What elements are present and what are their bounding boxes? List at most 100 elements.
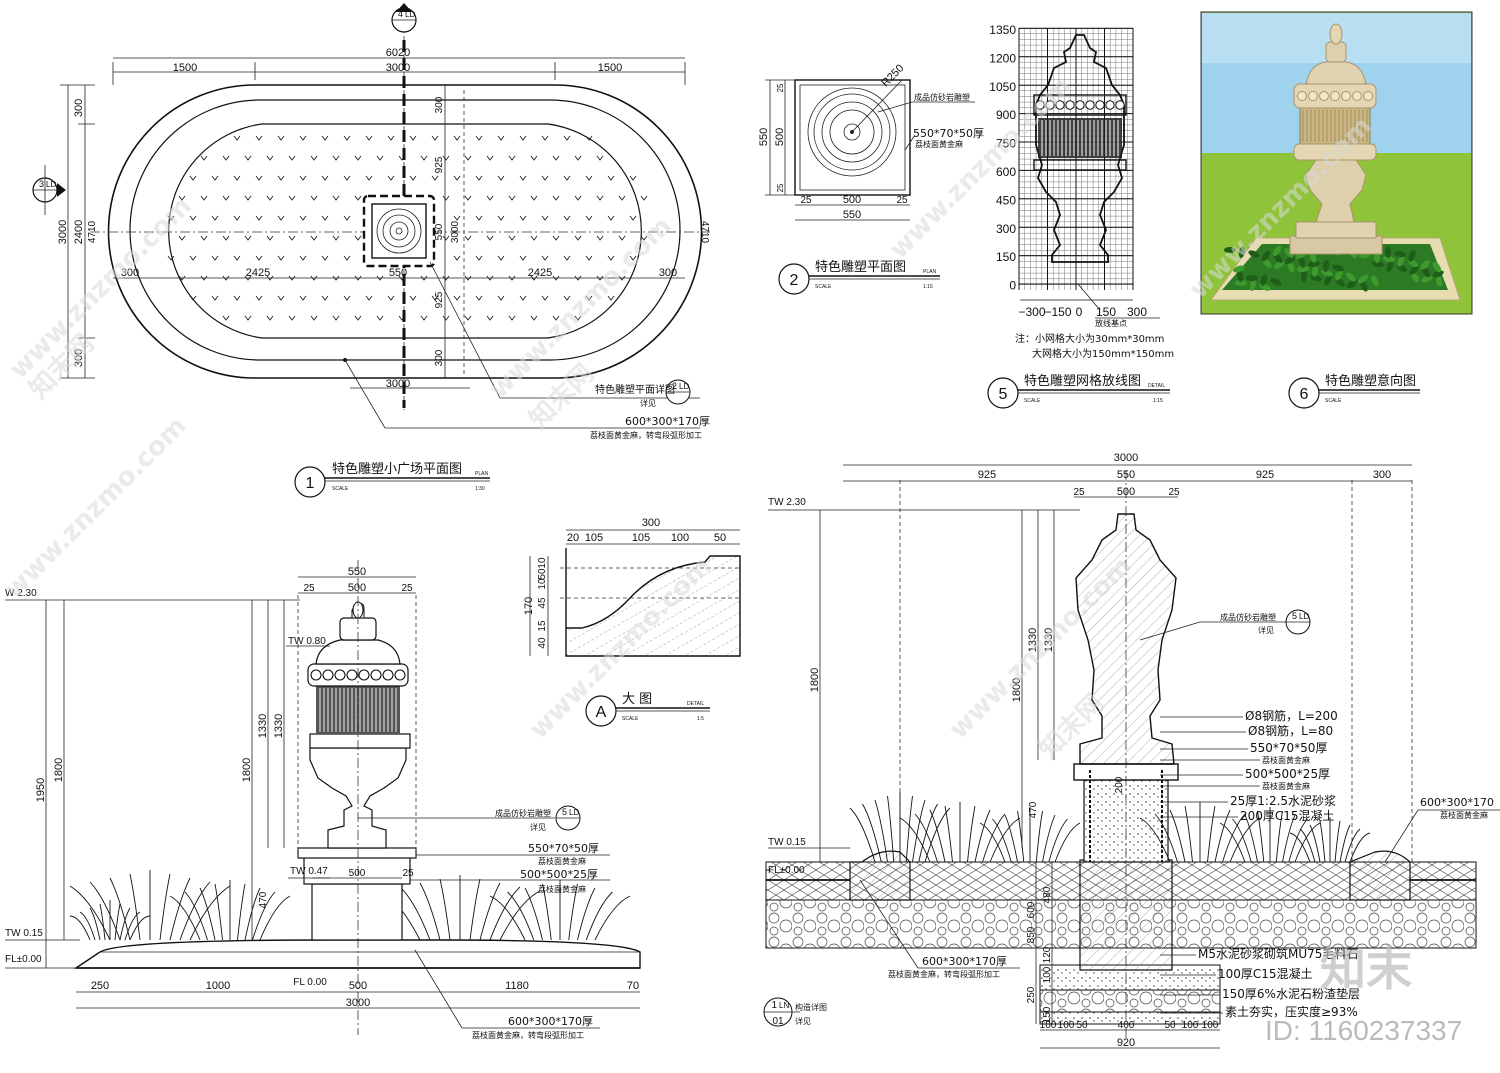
coping-profile bbox=[565, 548, 741, 657]
svg-text:TW 0.47: TW 0.47 bbox=[290, 866, 328, 877]
detail-dim-left: 45 bbox=[537, 597, 548, 609]
svg-text:550: 550 bbox=[758, 128, 770, 146]
note-size: 600*300*170厚 bbox=[625, 415, 710, 428]
svg-text:1330: 1330 bbox=[1027, 628, 1039, 652]
svg-text:550: 550 bbox=[843, 209, 861, 221]
detail-dim-top: 100 bbox=[671, 532, 689, 544]
svg-text:LD: LD bbox=[569, 808, 579, 817]
elev-dim-bottom: 500 bbox=[349, 980, 367, 992]
callout-detail-2[interactable]: 2 LD bbox=[665, 379, 691, 405]
section-dim-left: 850 bbox=[1026, 926, 1037, 943]
svg-text:DETAIL: DETAIL bbox=[687, 701, 704, 707]
detail-dim-top: 105 bbox=[585, 532, 603, 544]
dim-left: 1500 bbox=[173, 62, 197, 74]
svg-text:300: 300 bbox=[434, 96, 445, 113]
section-note: 25厚1:2.5水泥砂浆 bbox=[1230, 793, 1336, 808]
svg-text:25: 25 bbox=[402, 868, 414, 879]
svg-text:TW 0.80: TW 0.80 bbox=[288, 636, 326, 647]
elevation: 550 500 25 25 W 2.30 TW 0.80 TW 0.47 TW … bbox=[5, 560, 641, 1040]
svg-text:详见: 详见 bbox=[530, 822, 546, 832]
vase-beads bbox=[1035, 100, 1125, 110]
svg-text:LD: LD bbox=[46, 180, 56, 189]
svg-text:PLAN: PLAN bbox=[923, 269, 936, 275]
detail-dim-left: 50 bbox=[537, 568, 548, 580]
svg-text:1:15: 1:15 bbox=[1153, 398, 1163, 404]
callout-section-5[interactable]: 5 LD bbox=[1285, 609, 1311, 635]
svg-text:1:30: 1:30 bbox=[475, 486, 485, 492]
section-dim-left: 120 bbox=[1042, 946, 1053, 963]
section-note: 150厚6%水泥石粉渣垫层 bbox=[1222, 986, 1360, 1001]
svg-text:详见: 详见 bbox=[795, 1016, 811, 1026]
note-sculpture: 成品仿砂岩雕塑 bbox=[914, 92, 970, 102]
section-level-tw: TW 0.15 bbox=[768, 837, 806, 848]
dim-radius-left: 4710 bbox=[87, 220, 98, 243]
section-dim-top: 925 bbox=[1256, 469, 1274, 481]
grid-y-tick: 0 bbox=[1009, 279, 1016, 293]
elev-dim-bottom: 70 bbox=[627, 980, 639, 992]
svg-text:1800: 1800 bbox=[53, 758, 65, 782]
section-dim-left: 100 bbox=[1042, 966, 1053, 983]
svg-text:LD: LD bbox=[405, 10, 415, 19]
note-cap: 550*70*50厚 bbox=[913, 127, 984, 140]
svg-text:6: 6 bbox=[1300, 386, 1309, 403]
svg-text:25: 25 bbox=[800, 195, 812, 206]
elev-dim-total: 3000 bbox=[346, 997, 370, 1009]
grid-y-tick: 300 bbox=[996, 222, 1016, 236]
grid-y-tick: 750 bbox=[996, 137, 1016, 151]
section-note: 荔枝面黄金麻 bbox=[1262, 781, 1310, 791]
svg-text:PLAN: PLAN bbox=[475, 471, 488, 477]
grid-y-tick: 1200 bbox=[989, 51, 1016, 65]
section-dim-top: 300 bbox=[1373, 469, 1391, 481]
detail-dim-total: 300 bbox=[642, 517, 660, 529]
section-dim-bottom: 100 bbox=[1182, 1020, 1199, 1031]
section-level-top: TW 2.30 bbox=[768, 497, 806, 508]
section-note: 100厚C15混凝土 bbox=[1218, 966, 1313, 981]
dim-center: 550 bbox=[389, 267, 407, 279]
svg-text:5: 5 bbox=[562, 807, 567, 817]
callout-construction-detail[interactable]: 1 LN 01 构造详图 详见 bbox=[763, 997, 827, 1027]
dim-inner-right: 2425 bbox=[528, 267, 552, 279]
title-grid-layout: 特色雕塑网格放线图 bbox=[1024, 373, 1141, 389]
svg-text:荔枝面黄金麻: 荔枝面黄金麻 bbox=[538, 884, 586, 894]
section-dim-bottom: 100 bbox=[1040, 1020, 1057, 1031]
svg-text:300: 300 bbox=[73, 99, 85, 117]
plaza-ring bbox=[129, 99, 681, 361]
svg-text:500: 500 bbox=[348, 582, 366, 594]
svg-text:5: 5 bbox=[1292, 611, 1297, 621]
section-mark-left[interactable]: 3 LD bbox=[32, 165, 66, 215]
section-note: 素土夯实，压实度≥93% bbox=[1225, 1004, 1358, 1019]
svg-text:1:5: 1:5 bbox=[697, 716, 704, 722]
svg-text:3000: 3000 bbox=[450, 220, 461, 243]
svg-text:成品仿砂岩雕塑: 成品仿砂岩雕塑 bbox=[495, 808, 551, 818]
section-note: 500*500*25厚 bbox=[1245, 767, 1330, 781]
svg-text:500: 500 bbox=[349, 868, 366, 879]
svg-text:200: 200 bbox=[1114, 776, 1125, 793]
title-render: 特色雕塑意向图 bbox=[1325, 373, 1416, 389]
note-left: 600*300*170厚 bbox=[922, 955, 1007, 968]
section-dim-bottom: 50 bbox=[1164, 1020, 1176, 1031]
detail-dim-top: 50 bbox=[714, 532, 726, 544]
elev-level-fl: FL±0.00 bbox=[5, 954, 42, 965]
section-dim-bottom: 100 bbox=[1202, 1020, 1219, 1031]
dim-bottom: 3000 bbox=[386, 378, 410, 390]
section-mark-top[interactable]: 4 LD bbox=[391, 3, 417, 33]
callout-elev-5[interactable]: 5 LD bbox=[555, 805, 581, 831]
svg-text:1330: 1330 bbox=[273, 714, 285, 738]
svg-text:构造详图: 构造详图 bbox=[795, 1002, 827, 1012]
svg-text:1950: 1950 bbox=[35, 778, 47, 802]
section-dim-left: 150 bbox=[1042, 1006, 1053, 1023]
svg-text:1: 1 bbox=[771, 1000, 777, 1011]
layout-grid bbox=[1018, 27, 1134, 290]
svg-text:25: 25 bbox=[776, 183, 785, 192]
grid-y-tick: 150 bbox=[996, 250, 1016, 264]
svg-text:DETAIL: DETAIL bbox=[1148, 383, 1165, 389]
section-dim-bottom: 100 bbox=[1058, 1020, 1075, 1031]
grid-y-tick: 450 bbox=[996, 193, 1016, 207]
svg-text:1330: 1330 bbox=[257, 714, 269, 738]
grid-y-tick: 1050 bbox=[989, 80, 1016, 94]
grid-x-tick: 300 bbox=[1127, 305, 1147, 319]
